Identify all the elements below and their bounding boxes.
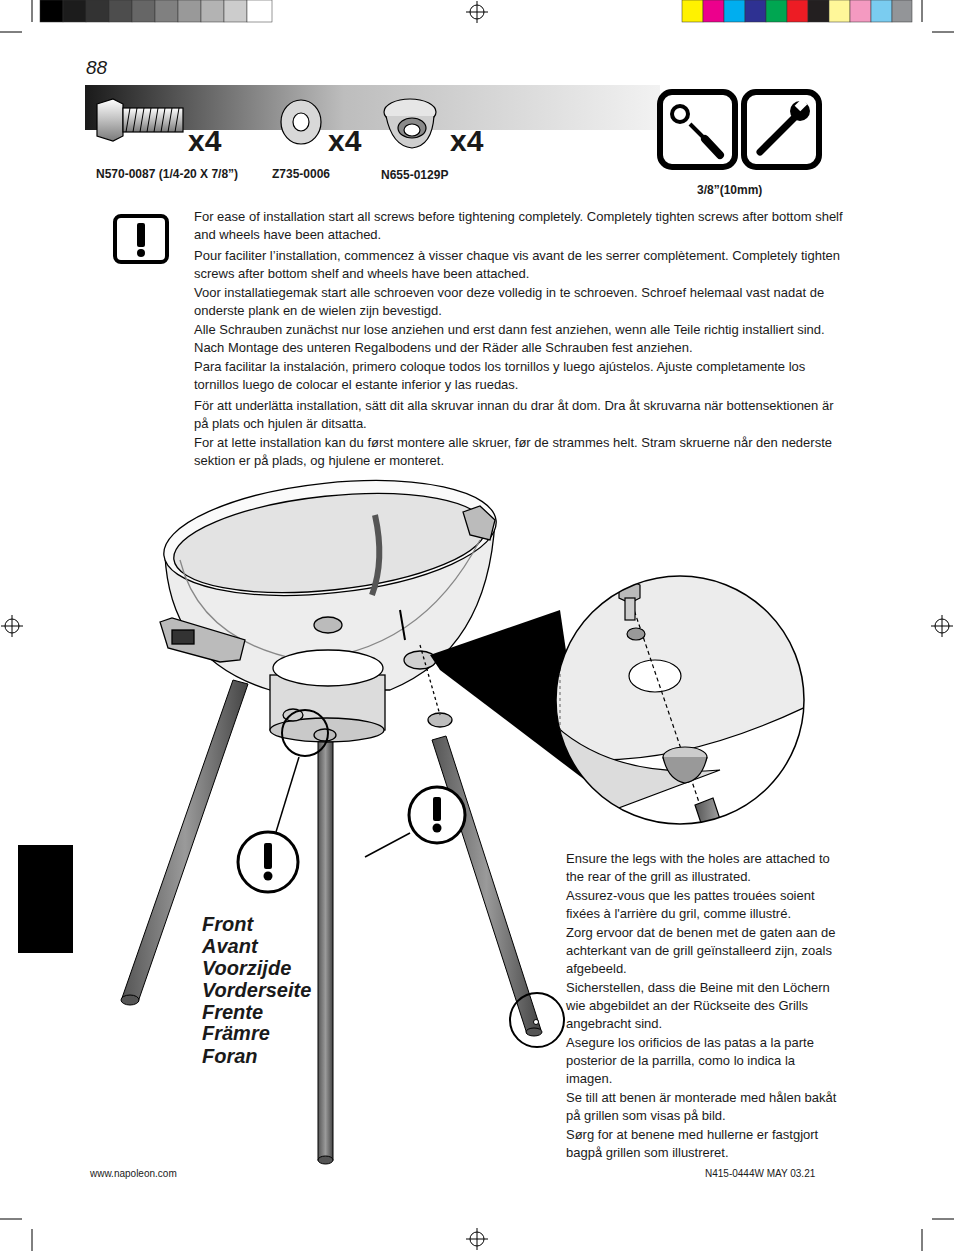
quantity: x4	[328, 125, 361, 157]
grill-legs	[121, 680, 542, 1164]
part-number: N655-0129P	[381, 168, 448, 182]
warning-text: For at lette installation kan du først m…	[194, 434, 849, 470]
footer-url: www.napoleon.com	[90, 1168, 177, 1180]
quantity: x4	[188, 125, 221, 157]
bolt-icon	[97, 99, 183, 141]
warning-text: Voor installatiegemak start alle schroev…	[194, 284, 849, 320]
color-bar	[682, 0, 912, 22]
part-number: Z735-0006	[272, 167, 330, 181]
grill-bowl	[158, 466, 502, 742]
warning-text: För att underlätta installation, sätt di…	[194, 397, 849, 433]
warning-text: For ease of installation start all screw…	[194, 208, 849, 244]
tool-size: 3/8”(10mm)	[697, 183, 762, 197]
cup-icon	[384, 99, 436, 148]
caution-callout	[238, 757, 465, 892]
gray-bar	[40, 0, 272, 22]
part-number: N570-0087 (1/4-20 X 7/8”)	[96, 167, 238, 181]
direction-label: Frente	[202, 1001, 263, 1023]
warning-icon	[115, 216, 167, 262]
washer-icon	[281, 100, 321, 144]
leg-note: Asegure los orificios de las patas a la …	[566, 1034, 838, 1088]
leg-note: Zorg ervoor dat de benen met de gaten aa…	[566, 924, 838, 978]
leg-note: Se till att benen är monterade med hålen…	[566, 1089, 838, 1125]
warning-text: Pour faciliter l’installation, commencez…	[194, 247, 849, 283]
quantity: x4	[450, 125, 483, 157]
direction-label: Främre	[202, 1022, 270, 1044]
direction-label: Front	[202, 913, 253, 935]
leg-note: Sicherstellen, dass die Beine mit den Lö…	[566, 979, 838, 1033]
direction-label: Avant	[202, 935, 258, 957]
direction-label: Voorzijde	[202, 957, 291, 979]
direction-label: Foran	[202, 1045, 258, 1067]
highlight-circle	[282, 710, 564, 1047]
warning-text: Para facilitar la instalación, primero c…	[194, 358, 849, 394]
document-code: N415-0444W MAY 03.21	[705, 1168, 815, 1180]
page-number: 88	[86, 57, 107, 79]
warning-text: Alle Schrauben zunächst nur lose anziehe…	[194, 321, 849, 357]
leg-note: Assurez-vous que les pattes trouées soie…	[566, 887, 838, 923]
magnified-detail	[540, 560, 820, 886]
leg-note: Ensure the legs with the holes are attac…	[566, 850, 838, 886]
direction-label: Vorderseite	[202, 979, 311, 1001]
tool-icon	[660, 92, 819, 167]
leg-note: Sørg for at benene med hullerne er fastg…	[566, 1126, 838, 1162]
chapter-tab	[18, 845, 73, 953]
